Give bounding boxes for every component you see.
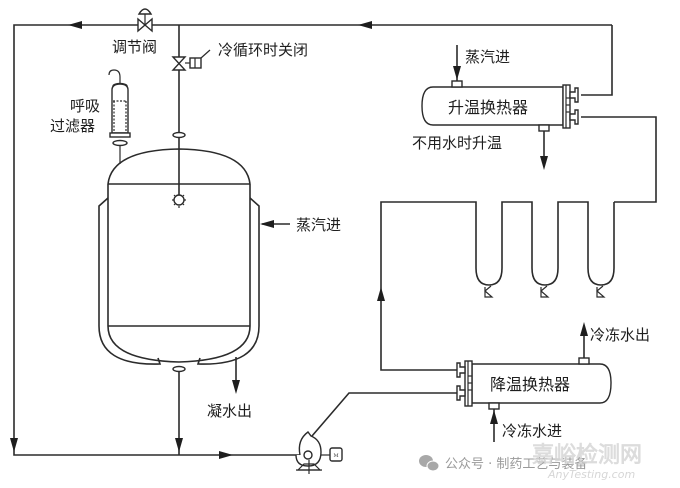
jacket-steam-in-label: 蒸汽进 [296, 216, 341, 234]
wechat-account-text: 公众号 · 制药工艺与装备 [445, 456, 587, 472]
flow-arrow-top-right [358, 21, 372, 29]
condensate-out-label: 凝水出 [207, 402, 252, 420]
site-watermark-en: AnyTesting.com [547, 468, 635, 481]
heater-steam-in-label: 蒸汽进 [465, 48, 510, 66]
flow-arrow-up [377, 287, 385, 301]
not-used-when-heating-label: 不用水时升温 [412, 134, 502, 152]
spray-ball [172, 194, 186, 208]
breathing-filter-label-1: 呼吸 [70, 97, 100, 115]
heating-exchanger [421, 80, 579, 132]
steam-trap-1 [484, 285, 494, 298]
chilled-water-out-arrow [580, 322, 588, 336]
chilled-water-in-arrow [490, 410, 498, 424]
chilled-water-in-label: 冷冻水进 [502, 422, 562, 440]
cold-cycle-closed-label: 冷循环时关闭 [218, 41, 308, 59]
steam-trap-2 [540, 285, 550, 298]
heater-steam-arrow [453, 66, 461, 80]
heater-to-traps-pipe [581, 116, 657, 203]
breathing-filter [108, 69, 131, 164]
bottom-outlet-flange [172, 365, 186, 373]
breathing-filter-label-2: 过滤器 [50, 117, 95, 135]
regulating-valve[interactable] [137, 8, 153, 33]
cooling-exchanger-label: 降温换热器 [490, 375, 570, 394]
heating-exchanger-label: 升温换热器 [448, 98, 528, 117]
steam-trap-3 [596, 285, 606, 298]
solenoid-valve[interactable] [171, 49, 211, 71]
site-watermark-cn: 嘉峪检测网 [532, 442, 642, 468]
top-return-pipe [13, 24, 612, 456]
flow-arrow-top [68, 21, 82, 29]
pipe-flange [172, 131, 186, 139]
heater-condensate-arrow [540, 156, 548, 170]
flow-arrow-bottom-right [219, 451, 233, 459]
heater-outlet-pipe [581, 25, 613, 96]
bottom-outlet-arrow [175, 438, 183, 452]
flow-arrow-left-down [10, 438, 18, 452]
pump-to-cooler-pipe [311, 392, 459, 437]
chilled-water-out-label: 冷冻水出 [590, 326, 650, 344]
wechat-icon [419, 455, 440, 472]
jacket-steam-arrow [260, 220, 274, 228]
circulation-pump[interactable]: M [295, 431, 343, 474]
wechat-watermark: 公众号 · 制药工艺与装备 [419, 455, 587, 472]
reactor-vessel [98, 148, 260, 365]
regulating-valve-label: 调节阀 [112, 38, 157, 56]
condensate-arrow [232, 380, 240, 394]
pump-motor-label: M [333, 453, 338, 459]
steam-trap-loops [380, 201, 615, 371]
